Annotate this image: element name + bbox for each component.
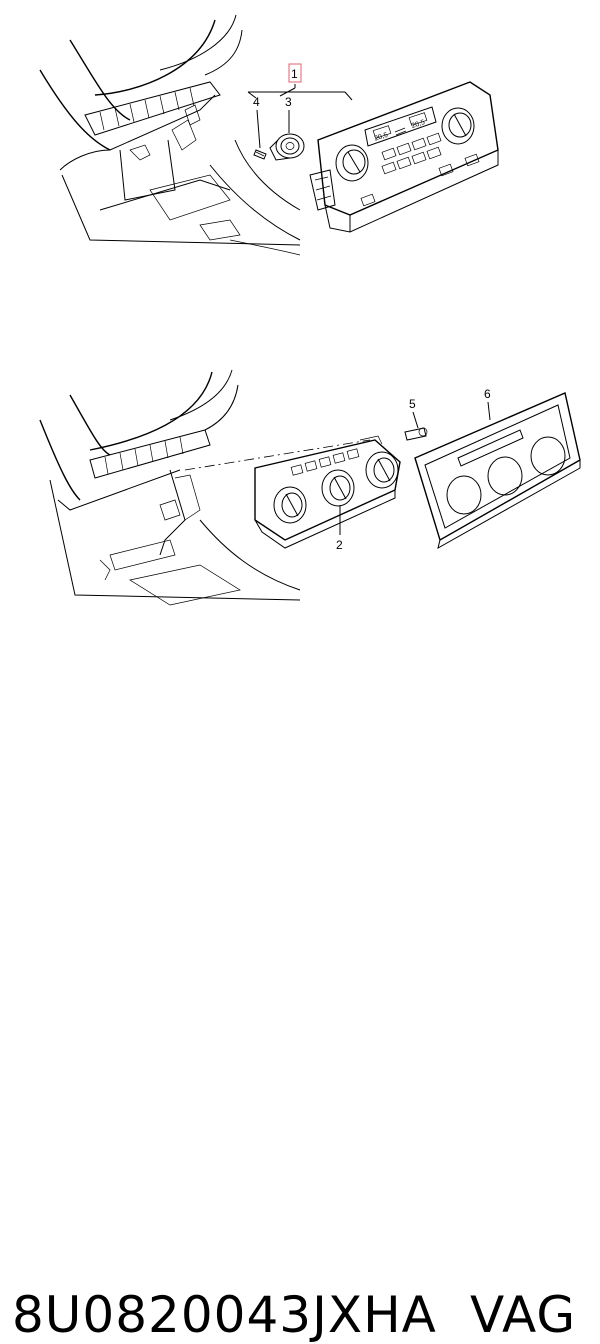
install-path-line [184,439,371,471]
display-left-temp: 20,5 [374,132,389,143]
climate-control-panel-top: 20,5 20,5 [309,81,499,233]
rotary-knob-part-3 [269,133,305,161]
climate-control-panel-part-2 [254,435,401,549]
callout-1: 1 [291,67,298,81]
parts-diagram: 1 3 4 20,5 20,5 [39,14,581,606]
callout-5: 5 [409,397,416,411]
part-number: 8U0820043JXHA [12,1286,437,1344]
trim-bezel-part-6 [414,392,581,550]
callout-3: 3 [285,95,292,109]
display-right-temp: 20,5 [411,119,426,130]
callout-6: 6 [484,387,491,401]
callout-1-highlight [288,63,302,83]
bottom-dashboard-assembly [39,369,301,606]
top-dashboard-assembly [39,14,301,256]
callout-4: 4 [253,95,260,109]
callout-2: 2 [336,538,343,552]
footer: 8U0820043JXHA VAG [0,640,600,1340]
brand-label: VAG [470,1286,577,1344]
screw-part-5 [404,427,428,441]
screw-part-4 [253,149,267,160]
